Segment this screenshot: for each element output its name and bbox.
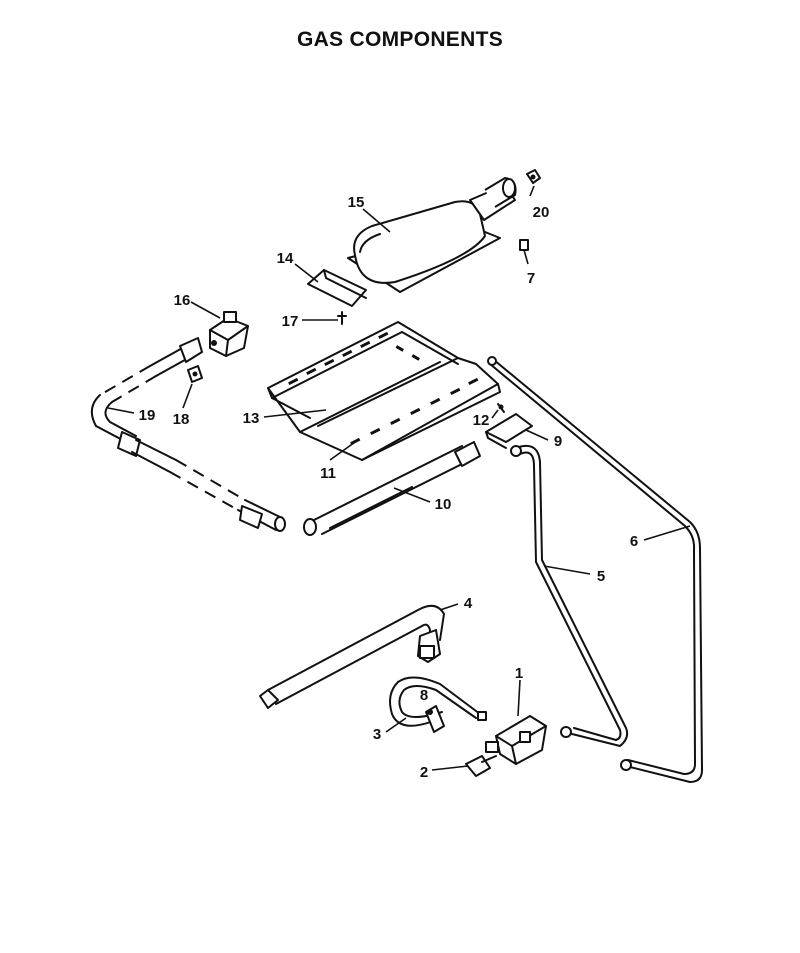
callout-15: 15: [348, 194, 365, 211]
callout-13: 13: [243, 410, 260, 427]
part-15-burner-box: [347, 177, 517, 293]
callout-4: 4: [464, 595, 473, 612]
callout-2: 2: [420, 764, 428, 781]
diagram-title: GAS COMPONENTS: [296, 28, 504, 51]
callout-10: 10: [435, 496, 452, 513]
part-17-screw: [337, 311, 347, 325]
callout-9: 9: [554, 433, 562, 450]
part-11-pan: [267, 321, 501, 461]
part-1-valve: [485, 715, 547, 765]
callout-11: 11: [320, 465, 336, 482]
callout-12: 12: [473, 412, 490, 429]
part-12-screw: [497, 403, 505, 413]
part-6-gas-line: [487, 356, 703, 783]
callout-5: 5: [597, 568, 605, 585]
callout-18: 18: [173, 411, 190, 428]
part-7-orifice: [519, 239, 529, 251]
callout-6: 6: [630, 533, 638, 550]
callout-8: 8: [420, 687, 428, 704]
part-14-bracket: [307, 269, 367, 307]
part-5-gas-line: [510, 444, 629, 747]
part-16-valve: [209, 311, 249, 357]
part-8-fitting: [427, 709, 433, 715]
callout-20: 20: [533, 204, 550, 221]
part-19-burner-tube: [90, 337, 286, 532]
part-9-bracket: [485, 413, 533, 449]
part-20-nut: [526, 169, 541, 184]
callout-3: 3: [373, 726, 381, 743]
callout-17: 17: [282, 313, 299, 330]
callout-7: 7: [527, 270, 535, 287]
part-4-burner: [259, 604, 445, 709]
leader-lines: [107, 185, 691, 771]
part-10-burner-tube: [303, 441, 481, 536]
callout-19: 19: [139, 407, 156, 424]
callout-1: 1: [515, 665, 523, 682]
callout-labels: 1 2 3 4 5 6 7 8 9 10 11 12 13 14 15 16 1…: [139, 194, 639, 781]
callout-16: 16: [174, 292, 191, 309]
part-2-fitting: [465, 755, 497, 777]
callout-14: 14: [277, 250, 294, 267]
part-18-fitting: [187, 365, 203, 383]
part-3-thermocouple: [389, 676, 487, 733]
